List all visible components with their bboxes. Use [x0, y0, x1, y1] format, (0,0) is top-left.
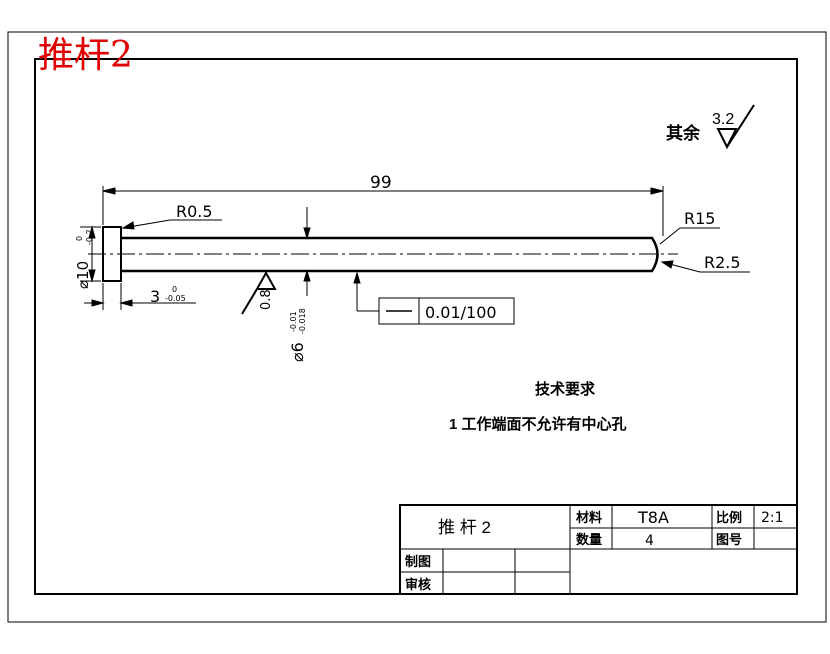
surface-finish-prefix: 其余	[666, 123, 701, 143]
sheet-border	[7, 31, 827, 623]
ejector-pin-view	[88, 226, 678, 282]
length-dimension	[102, 186, 664, 236]
shaft-tol-top: -0.01	[289, 311, 298, 332]
head-radius-leader	[121, 219, 222, 230]
straightness-value: 0.01/100	[425, 303, 497, 322]
notes-heading: 技术要求	[535, 380, 596, 398]
tip-radius: R2.5	[704, 253, 741, 272]
title-part-name: 推 杆 2	[438, 518, 491, 537]
head-thk-tol-bottom: -0.05	[165, 294, 186, 303]
head-dia: ⌀10	[74, 261, 92, 289]
material-label: 材料	[576, 510, 602, 525]
surface-finish-symbol: 其余 3.2	[666, 104, 755, 150]
head-thk-dimension	[84, 283, 196, 310]
head-radius: R0.5	[176, 202, 213, 221]
roughness-value: 0.8	[259, 289, 274, 310]
shaft-dia-dimension	[303, 207, 311, 296]
drawn-label: 制图	[405, 554, 431, 569]
head-dia-tol-top: 0	[75, 236, 84, 241]
qty-value: 4	[645, 533, 654, 549]
straightness-callout	[353, 271, 515, 325]
qty-label: 数量	[576, 532, 602, 547]
length-value: 99	[370, 173, 392, 193]
pin-shaft	[121, 236, 659, 273]
corner-title: 推杆2	[38, 35, 133, 76]
material-value: T8A	[637, 508, 669, 527]
head-dia-dimension	[80, 225, 101, 283]
head-thk: 3	[150, 287, 160, 306]
head-dia-tol-bottom: -0.2	[85, 229, 94, 245]
scale-value: 2:1	[761, 510, 784, 526]
head-thk-tol-top: 0	[172, 285, 177, 294]
tip-radius-leader	[660, 260, 750, 273]
checked-label: 审核	[405, 577, 431, 592]
roughness-symbol	[241, 270, 277, 315]
surface-finish-value: 3.2	[712, 111, 734, 128]
end-radius: R15	[684, 209, 715, 228]
scale-label: 比例	[716, 510, 742, 525]
shaft-tol-bottom: -0.018	[298, 308, 307, 334]
shaft-dia: ⌀6	[288, 342, 307, 362]
drawing-no-label: 图号	[716, 532, 742, 547]
end-radius-leader	[659, 227, 720, 245]
notes-item-1: 1 工作端面不允许有中心孔	[449, 415, 627, 433]
title-block	[399, 504, 798, 595]
